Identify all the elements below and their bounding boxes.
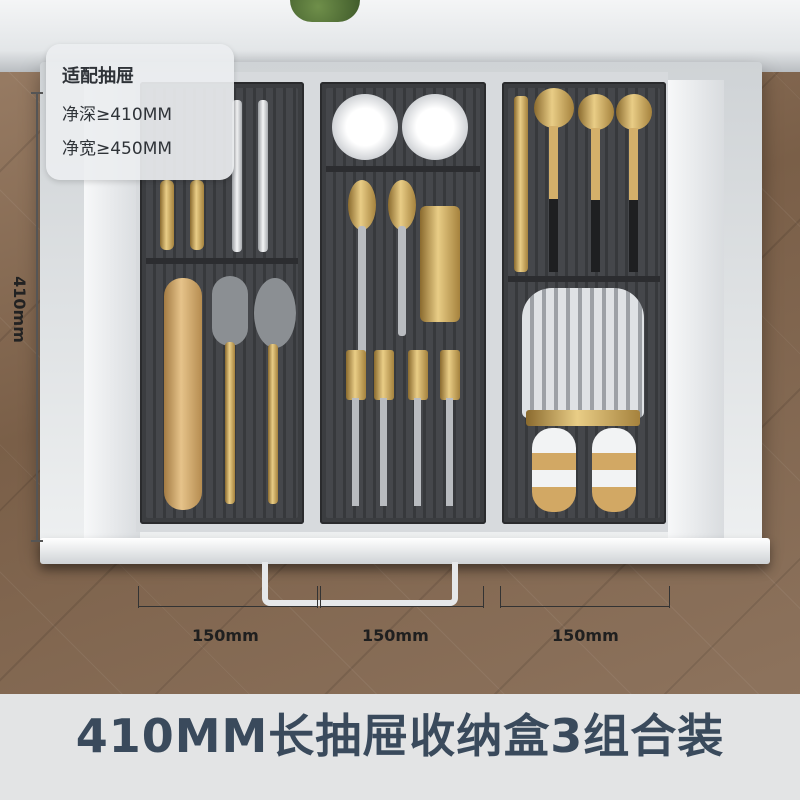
height-dimension-line [31, 92, 43, 542]
serving-fork [514, 96, 528, 272]
width-dimension-line-2 [320, 586, 484, 608]
gold-fork-2-handle [380, 398, 387, 506]
plant-decoration [290, 0, 360, 22]
drawer-handle [262, 562, 458, 606]
gold-spoon-1-handle [358, 226, 366, 356]
width-dimension-line-3 [500, 586, 670, 608]
rolling-pin [164, 278, 202, 510]
gold-fork-1 [346, 350, 366, 400]
gold-fork-3 [408, 350, 428, 400]
slotted-ladle-2-handle [629, 128, 638, 272]
product-headline: 410MM长抽屉收纳盒3组合装 [75, 709, 725, 763]
width-dimension-label-2: 150mm [362, 626, 429, 645]
stacked-spoons [522, 288, 644, 418]
slotted-ladle-1-handle [591, 128, 600, 272]
ladle [534, 88, 574, 128]
gold-spoon-2-handle [398, 226, 406, 336]
gold-spoon-2 [388, 180, 416, 230]
gold-fork-2 [374, 350, 394, 400]
gold-fork-4-handle [446, 398, 453, 506]
width-dimension-line-1 [138, 586, 318, 608]
fit-depth-text: 净深≥410MM [62, 105, 173, 125]
knife-gold-2 [190, 180, 204, 250]
height-dimension-label: 410mm [9, 276, 29, 343]
knife-silver-2 [258, 100, 268, 252]
salt-shaker-1 [532, 428, 576, 512]
ladle-handle [549, 126, 558, 272]
slotted-ladle-1 [578, 94, 614, 130]
spatula-handle [225, 342, 235, 504]
fit-info-card: 适配抽屉 净深≥410MM 净宽≥450MM [46, 44, 234, 180]
slotted-spoon-handle [268, 344, 278, 504]
slotted-spoon [254, 278, 296, 348]
seasoning-jar-2 [402, 94, 468, 160]
gold-fork-4 [440, 350, 460, 400]
drawer-side-right [668, 80, 724, 540]
slotted-ladle-2 [616, 94, 652, 130]
gold-fork-3-handle [414, 398, 421, 506]
tray-divider [326, 166, 480, 172]
headline-banner [0, 694, 800, 800]
knife-gold-1 [160, 180, 174, 250]
spoon-tips [526, 410, 640, 426]
width-dimension-label-3: 150mm [552, 626, 619, 645]
gold-fork-1-handle [352, 398, 359, 506]
salt-shaker-2 [592, 428, 636, 512]
seasoning-jar-1 [332, 94, 398, 160]
gold-spoon-1 [348, 180, 376, 230]
fit-info-title: 适配抽屉 [62, 66, 134, 87]
drawer-front [40, 538, 770, 564]
fit-width-text: 净宽≥450MM [62, 139, 173, 159]
corkscrew [420, 206, 460, 322]
tray-divider [508, 276, 660, 282]
tray-divider [146, 258, 298, 264]
width-dimension-label-1: 150mm [192, 626, 259, 645]
knife-silver-1 [232, 100, 242, 252]
spatula [212, 276, 248, 346]
